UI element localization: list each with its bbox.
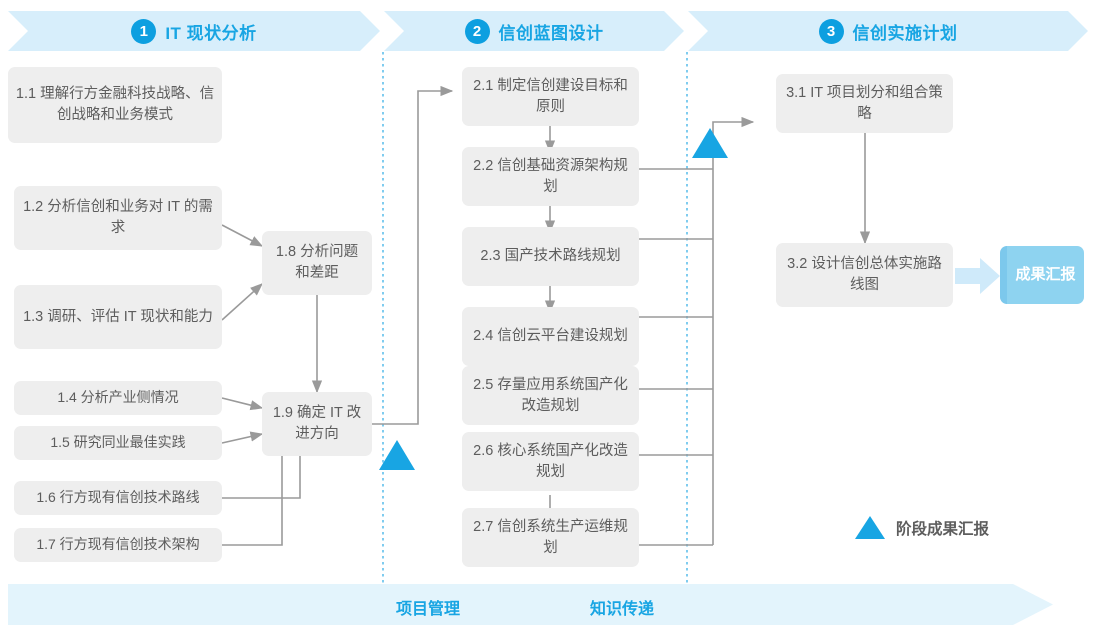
process-box-label: 1.4 分析产业侧情况 [57, 389, 179, 406]
stage-title-2: 信创蓝图设计 [498, 23, 604, 43]
process-box-1-9[interactable]: 1.9 确定 IT 改进方向 [262, 392, 372, 456]
process-box-1-6[interactable]: 1.6 行方现有信创技术路线 [14, 481, 222, 515]
stage-number-1: 1 [131, 18, 157, 44]
process-box-2-5[interactable]: 2.5 存量应用系统国产化改造规划 [462, 366, 639, 425]
process-box-3-2[interactable]: 3.2 设计信创总体实施路线图 [776, 243, 953, 307]
process-box-label: 1.2 分析信创和业务对 IT 的需求 [23, 199, 213, 236]
process-box-label: 1.3 调研、评估 IT 现状和能力 [23, 308, 213, 325]
process-box-2-7[interactable]: 2.7 信创系统生产运维规划 [462, 508, 639, 567]
process-box-2-6[interactable]: 2.6 核心系统国产化改造规划 [462, 432, 639, 491]
process-box-label: 3.1 IT 项目划分和组合策略 [786, 84, 943, 122]
process-box-2-2[interactable]: 2.2 信创基础资源架构规划 [462, 147, 639, 206]
process-box-label: 2.5 存量应用系统国产化改造规划 [473, 376, 628, 414]
bottom-bar-label-knowledge-transfer: 知识传递 [590, 595, 654, 619]
bottom-label-text: 项目管理 [396, 601, 461, 618]
process-box-1-3[interactable]: 1.3 调研、评估 IT 现状和能力 [14, 285, 222, 349]
process-box-3-1[interactable]: 3.1 IT 项目划分和组合策略 [776, 74, 953, 133]
process-box-label: 1.8 分析问题和差距 [275, 244, 359, 281]
stage-banner-1: 1 IT 现状分析 [8, 11, 380, 51]
stage-title-3: 信创实施计划 [852, 23, 958, 43]
result-arrow [955, 258, 1000, 294]
process-box-label: 2.7 信创系统生产运维规划 [473, 518, 628, 556]
process-box-label: 2.3 国产技术路线规划 [480, 248, 621, 265]
process-box-1-8[interactable]: 1.8 分析问题和差距 [262, 231, 372, 295]
legend-label: 阶段成果汇报 [896, 520, 990, 538]
stage-banner-2: 2 信创蓝图设计 [384, 11, 684, 51]
process-box-label: 3.2 设计信创总体实施路线图 [787, 256, 942, 293]
process-box-1-1[interactable]: 1.1 理解行方金融科技战略、信创战略和业务模式 [8, 67, 222, 143]
stage-number-2: 2 [464, 18, 490, 44]
process-box-label: 1.9 确定 IT 改进方向 [272, 405, 362, 442]
process-box-label: 2.6 核心系统国产化改造规划 [473, 442, 628, 480]
legend: 阶段成果汇报 [855, 516, 989, 539]
process-box-label: 1.7 行方现有信创技术架构 [36, 536, 200, 553]
bottom-label-text: 知识传递 [590, 601, 655, 618]
process-box-1-2[interactable]: 1.2 分析信创和业务对 IT 的需求 [14, 186, 222, 250]
process-box-label: 2.1 制定信创建设目标和原则 [473, 77, 628, 115]
bottom-bar-label-project-management: 项目管理 [396, 595, 460, 619]
result-box-label: 成果汇报 [1015, 265, 1076, 283]
process-box-label: 2.2 信创基础资源架构规划 [473, 157, 628, 195]
process-box-2-4[interactable]: 2.4 信创云平台建设规划 [462, 307, 639, 366]
stage-title-1: IT 现状分析 [165, 23, 257, 43]
process-box-2-3[interactable]: 2.3 国产技术路线规划 [462, 227, 639, 286]
process-box-1-7[interactable]: 1.7 行方现有信创技术架构 [14, 528, 222, 562]
process-box-1-5[interactable]: 1.5 研究同业最佳实践 [14, 426, 222, 460]
process-box-label: 1.1 理解行方金融科技战略、信创战略和业务模式 [15, 86, 215, 123]
process-box-label: 2.4 信创云平台建设规划 [473, 328, 628, 345]
process-box-label: 1.5 研究同业最佳实践 [50, 434, 186, 451]
milestone-triangle-stage2 [692, 128, 728, 158]
stage-number-3: 3 [818, 18, 844, 44]
milestone-triangle-icon [855, 516, 885, 539]
stage-banner-3: 3 信创实施计划 [688, 11, 1088, 51]
process-box-label: 1.6 行方现有信创技术路线 [36, 489, 200, 506]
bottom-bar [8, 584, 1053, 625]
milestone-triangle-stage1 [379, 440, 415, 470]
process-box-2-1[interactable]: 2.1 制定信创建设目标和原则 [462, 67, 639, 126]
result-box[interactable]: 成果汇报 [1000, 246, 1084, 304]
process-box-1-4[interactable]: 1.4 分析产业侧情况 [14, 381, 222, 415]
